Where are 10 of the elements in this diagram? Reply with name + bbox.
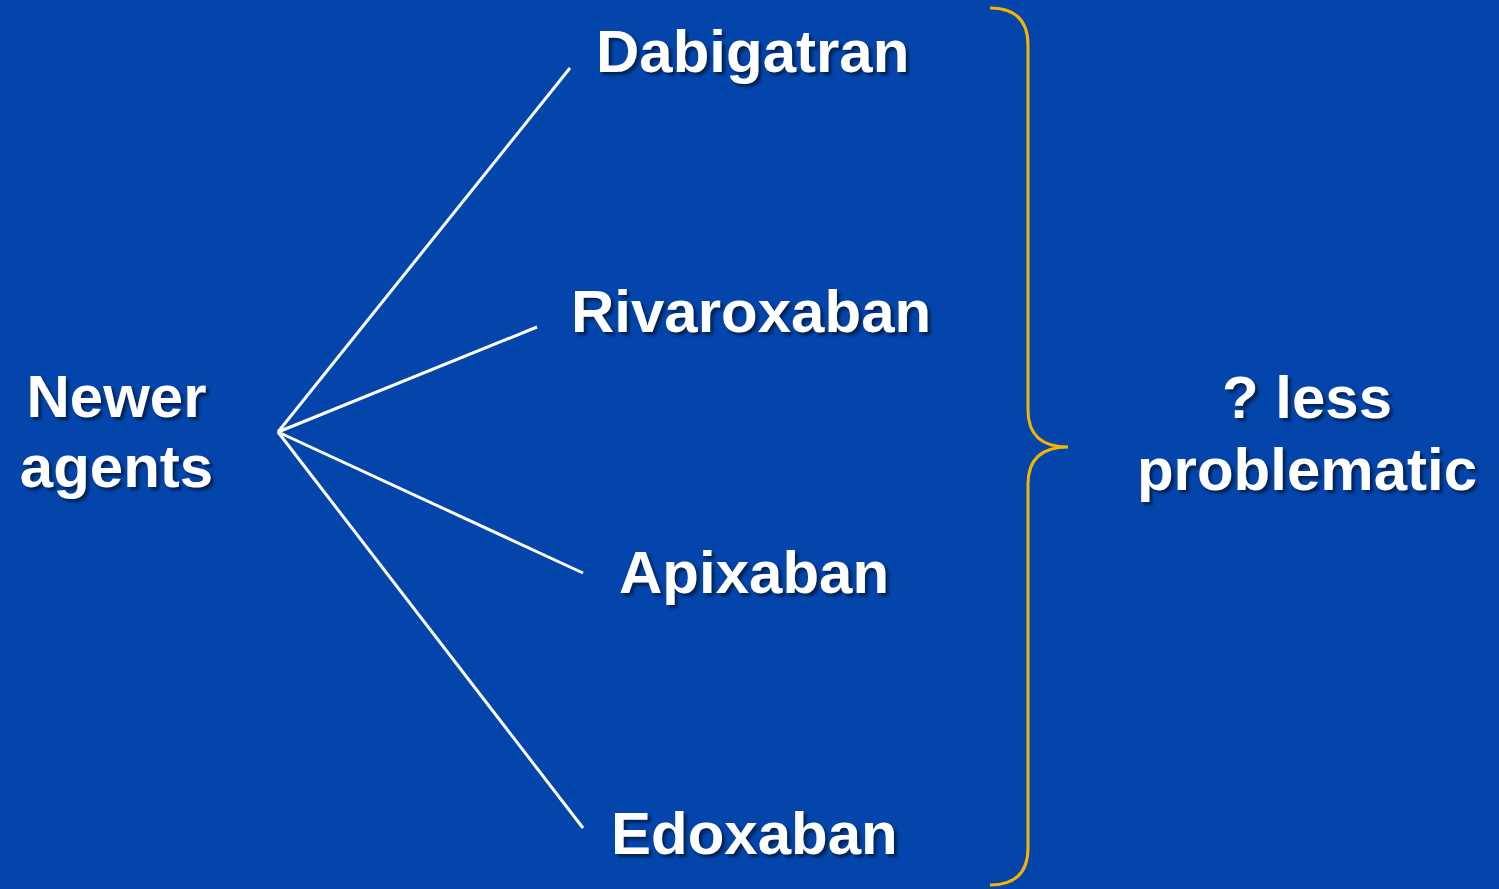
- connector-line: [276, 67, 572, 433]
- connector-line: [276, 431, 585, 829]
- annotation-text: ? less problematic: [1135, 363, 1479, 505]
- drug-name: Dabigatran: [570, 16, 950, 88]
- drug-name: Apixaban: [583, 537, 923, 609]
- drug-name: Edoxaban: [583, 798, 923, 870]
- connector-line: [277, 430, 584, 575]
- connector-line: [277, 325, 538, 434]
- drug-name: Rivaroxaban: [537, 276, 967, 348]
- category-label: Newer agents: [0, 362, 278, 502]
